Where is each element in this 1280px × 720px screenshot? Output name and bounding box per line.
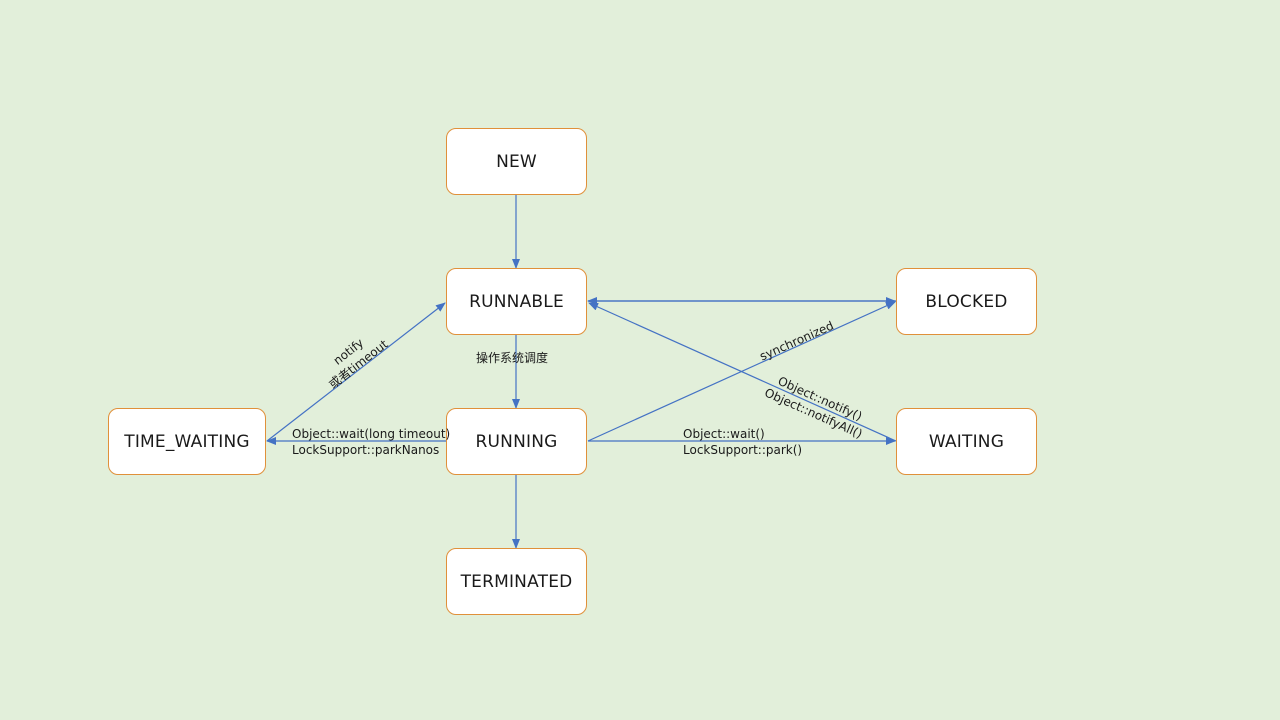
- state-blocked: BLOCKED: [896, 268, 1037, 335]
- label-wait-timed-line2: LockSupport::parkNanos: [292, 443, 440, 457]
- label-wait: Object::wait() LockSupport::park(): [683, 426, 802, 458]
- label-wait-line2: LockSupport::park(): [683, 443, 803, 457]
- state-terminated: TERMINATED: [446, 548, 587, 615]
- label-wait-timed: Object::wait(long timeout) LockSupport::…: [292, 426, 450, 458]
- arrow-waiting-to-runnable: [588, 302, 897, 442]
- state-time-waiting: TIME_WAITING: [108, 408, 266, 475]
- state-running: RUNNING: [446, 408, 587, 475]
- label-wait-line1: Object::wait(): [683, 427, 765, 441]
- state-new: NEW: [446, 128, 587, 195]
- state-waiting: WAITING: [896, 408, 1037, 475]
- state-runnable: RUNNABLE: [446, 268, 587, 335]
- arrow-time-waiting-to-runnable: [266, 302, 446, 442]
- label-wait-timed-line1: Object::wait(long timeout): [292, 427, 451, 441]
- label-os-schedule: 操作系统调度: [476, 351, 549, 365]
